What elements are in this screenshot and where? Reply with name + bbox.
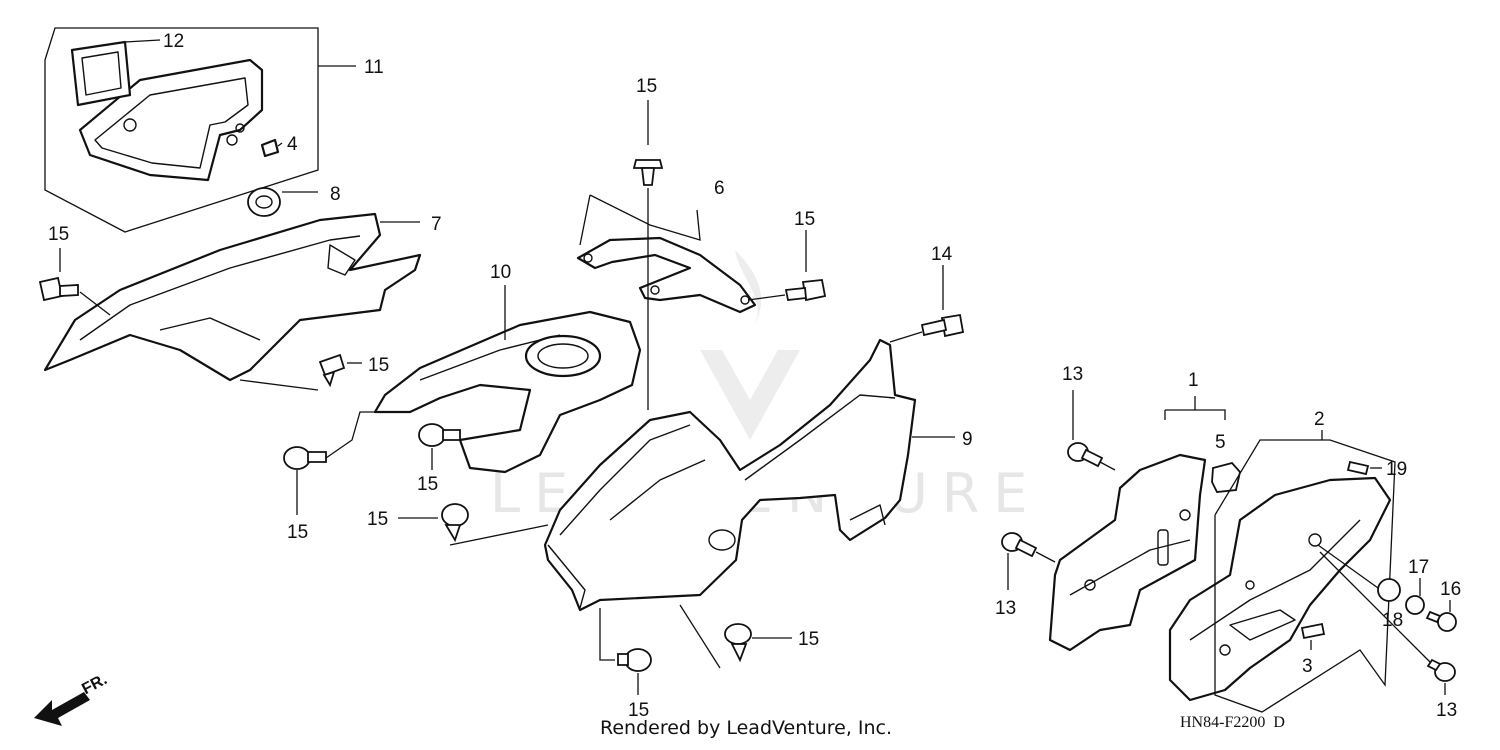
callout-15-top: 15 [636,76,657,97]
part-11-cover [44,27,319,233]
part-1-heat-shield [1048,453,1207,652]
callout-1: 1 [1188,370,1199,391]
callout-13-c: 13 [1436,700,1457,721]
callout-15-mid-left: 15 [367,509,388,530]
callout-18: 18 [1382,610,1403,631]
callout-15-under-7: 15 [368,355,389,376]
front-direction-arrow [34,692,90,726]
callout-9: 9 [962,429,973,450]
fastener-18-grommet [1377,578,1401,602]
callout-13-a: 13 [1062,364,1083,385]
part-6-bracket [576,236,757,314]
callout-15-bottom-right: 15 [798,629,819,650]
callout-3: 3 [1302,656,1313,677]
fastener-14-bolt [920,313,965,338]
part-7-side-cover [43,212,422,382]
callout-15-bottom: 15 [628,700,649,721]
watermark-logo [700,250,800,440]
callout-15-under-10: 15 [417,474,438,495]
part-9-center-cover [543,338,917,612]
fastener-16-bolt [1425,610,1457,632]
fastener-13-b [1001,532,1038,558]
fastener-15-top [632,159,664,186]
callout-12: 12 [163,31,184,52]
callout-6: 6 [714,178,725,199]
callout-10: 10 [490,262,511,283]
callout-15-right-6: 15 [794,209,815,230]
part-5-nut [1211,461,1241,493]
callout-17: 17 [1408,557,1429,578]
callout-8: 8 [330,184,341,205]
fastener-17-collar [1405,595,1425,615]
diagram-code-suffix: D [1273,714,1285,731]
fastener-15-under-10 [418,423,461,447]
diagram-code-text: HN84-F2200 [1180,714,1266,731]
callout-15-left: 15 [48,224,69,245]
part-2-muffler-guard [1168,476,1392,702]
fastener-13-a [1067,442,1104,468]
callout-7: 7 [431,214,442,235]
part-10-tank-cover [373,310,642,474]
callout-19: 19 [1386,459,1407,480]
part-8-grommet [247,187,281,217]
fastener-15-left-10 [283,446,327,470]
callout-16: 16 [1440,579,1461,600]
fastener-15-mid-left [441,503,469,543]
callout-13-b: 13 [995,598,1016,619]
diagram-code: HN84-F2200 D [1180,714,1285,732]
fastener-15-under-7 [318,353,346,388]
fastener-15-left [38,276,79,302]
callout-2: 2 [1314,409,1325,430]
fastener-13-c [1426,658,1456,682]
fastener-15-right-6 [784,279,827,302]
callout-15-left-10: 15 [287,522,308,543]
callout-4: 4 [287,134,298,155]
fastener-3-clip [1300,622,1326,640]
callout-5: 5 [1215,432,1226,453]
fastener-15-bottom [617,648,652,672]
fastener-15-bottom-right [724,623,752,663]
credit-footer: Rendered by LeadVenture, Inc. [600,717,893,739]
fastener-19-clip [1346,460,1370,476]
callout-11: 11 [364,57,384,78]
callout-14: 14 [931,244,953,265]
